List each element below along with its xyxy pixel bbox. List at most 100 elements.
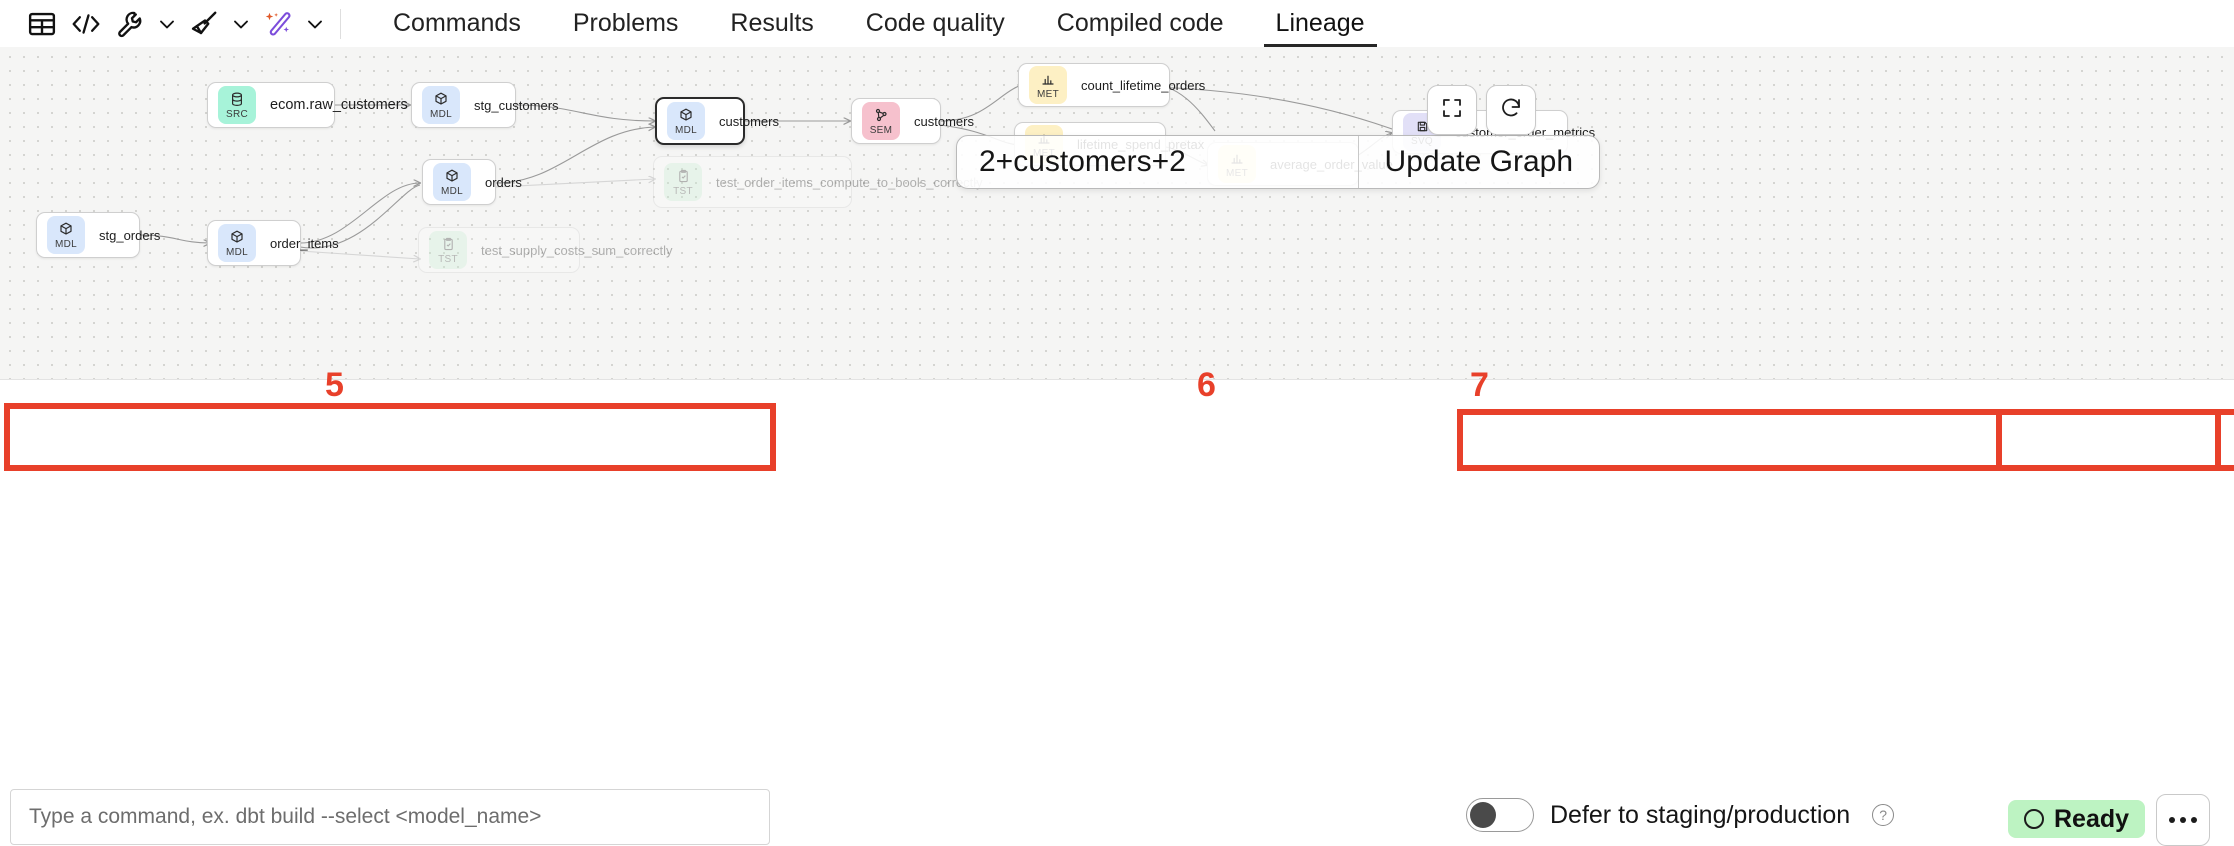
refresh-graph-button[interactable] [1486, 85, 1536, 135]
expand-icon [1440, 96, 1464, 125]
lineage-node-customers-model[interactable]: MDL customers [655, 97, 779, 145]
tab-code-quality-label: Code quality [865, 9, 1005, 37]
lineage-node-ecom-raw-customers[interactable]: SRC ecom.raw_customers [207, 82, 408, 128]
lineage-node-count-lifetime-orders[interactable]: MET count_lifetime_orders [1018, 63, 1205, 107]
database-icon [230, 90, 244, 108]
kebab-icon [2180, 817, 2186, 823]
code-icon[interactable] [64, 4, 108, 44]
broom-icon[interactable] [182, 4, 226, 44]
annotation-number-5: 5 [325, 366, 344, 404]
top-toolbar: Commands Problems Results Code quality C… [0, 0, 2234, 48]
chevron-down-icon-tools[interactable] [152, 4, 182, 44]
tab-problems[interactable]: Problems [547, 0, 705, 47]
node-label: test_order_items_compute_to_bools_correc… [716, 174, 983, 190]
chevron-down-icon-format[interactable] [226, 4, 256, 44]
defer-label: Defer to staging/production [1550, 800, 1851, 829]
defer-control: Defer to staging/production ? [1466, 798, 1895, 832]
command-input-placeholder: Type a command, ex. dbt build --select <… [29, 805, 542, 828]
mdl-badge: MDL [218, 224, 256, 262]
mdl-badge-label: MDL [54, 239, 77, 250]
mdl-badge-label: MDL [225, 247, 248, 258]
cube-icon [434, 90, 448, 108]
src-badge-label: SRC [225, 109, 248, 120]
node-label: test_supply_costs_sum_correctly [481, 242, 673, 258]
node-label: ecom.raw_customers [270, 96, 408, 113]
refresh-icon [1499, 96, 1523, 125]
lineage-node-stg-customers[interactable]: MDL stg_customers [411, 82, 559, 128]
node-label: stg_orders [99, 227, 161, 243]
lineage-node-test-supply-costs[interactable]: TST test_supply_costs_sum_correctly [418, 227, 672, 273]
graph-panel-divider [1357, 136, 1359, 188]
lineage-node-stg-orders[interactable]: MDL stg_orders [36, 212, 160, 258]
panel-tabs: Commands Problems Results Code quality C… [367, 0, 1391, 47]
editor-tool-icons [0, 0, 355, 47]
magic-wand-icon[interactable] [256, 4, 300, 44]
met-badge-label: MET [1036, 89, 1059, 100]
tab-lineage-label: Lineage [1275, 9, 1365, 37]
chevron-down-icon-ai[interactable] [300, 4, 330, 44]
wrench-icon[interactable] [108, 4, 152, 44]
node-label: count_lifetime_orders [1081, 77, 1206, 93]
saved-query-icon [1416, 117, 1429, 135]
tab-code-quality[interactable]: Code quality [840, 0, 1031, 47]
met-badge: MET [1029, 66, 1067, 104]
toolbar-divider [340, 8, 341, 39]
tst-badge-label: TST [438, 254, 458, 265]
lineage-canvas[interactable]: SRC ecom.raw_customers MDL stg_customers [0, 47, 2234, 379]
kebab-icon [2191, 817, 2197, 823]
cube-icon [230, 228, 244, 246]
node-label: stg_customers [474, 97, 559, 113]
table-grid-icon[interactable] [20, 4, 64, 44]
tst-badge: TST [429, 231, 467, 269]
node-label: customers [719, 113, 779, 129]
kebab-icon [2169, 817, 2175, 823]
node-label: customers [914, 113, 974, 129]
tab-lineage[interactable]: Lineage [1250, 0, 1391, 47]
graph-selector-input[interactable]: 2+customers+2 [979, 145, 1186, 178]
bar-chart-icon [1041, 70, 1055, 88]
update-graph-button[interactable]: Update Graph [1384, 145, 1573, 178]
annotation-number-6: 6 [1197, 366, 1216, 404]
status-label: Ready [2054, 804, 2130, 833]
more-options-button[interactable] [2156, 794, 2210, 846]
cube-icon [679, 106, 693, 124]
cube-icon [445, 167, 459, 185]
mdl-badge: MDL [667, 102, 705, 140]
semantic-graph-icon [874, 106, 888, 124]
tab-commands[interactable]: Commands [367, 0, 547, 47]
defer-toggle[interactable] [1466, 798, 1534, 832]
mdl-badge-label: MDL [429, 109, 452, 120]
lineage-node-orders[interactable]: MDL orders [422, 159, 522, 205]
mdl-badge: MDL [422, 86, 460, 124]
command-input[interactable]: Type a command, ex. dbt build --select <… [10, 789, 770, 845]
toggle-knob [1470, 802, 1496, 828]
status-ready-badge[interactable]: Ready [2008, 800, 2146, 838]
mdl-badge: MDL [433, 163, 471, 201]
sem-badge-label: SEM [869, 125, 893, 136]
node-label: order_items [270, 235, 339, 251]
checklist-icon [442, 235, 455, 253]
cube-icon [59, 220, 73, 238]
mdl-badge-label: MDL [674, 125, 697, 136]
checklist-icon [677, 167, 690, 185]
status-circle-icon [2024, 809, 2044, 829]
tst-badge-label: TST [673, 186, 693, 197]
sem-badge: SEM [862, 102, 900, 140]
tab-results-label: Results [730, 9, 814, 37]
src-badge: SRC [218, 86, 256, 124]
question-mark-icon[interactable]: ? [1872, 804, 1895, 826]
node-label: orders [485, 174, 522, 190]
tab-commands-label: Commands [393, 9, 521, 37]
lineage-node-test-order-items[interactable]: TST test_order_items_compute_to_bools_co… [653, 156, 983, 208]
mdl-badge: MDL [47, 216, 85, 254]
annotation-number-7: 7 [1470, 366, 1489, 404]
lineage-node-customers-semantic[interactable]: SEM customers [851, 98, 974, 144]
tab-compiled-code[interactable]: Compiled code [1031, 0, 1250, 47]
fullscreen-button[interactable] [1427, 85, 1477, 135]
tst-badge: TST [664, 163, 702, 201]
tab-problems-label: Problems [572, 9, 679, 37]
lineage-node-order-items[interactable]: MDL order_items [207, 220, 339, 266]
tab-results[interactable]: Results [704, 0, 839, 47]
tab-compiled-code-label: Compiled code [1056, 9, 1224, 37]
